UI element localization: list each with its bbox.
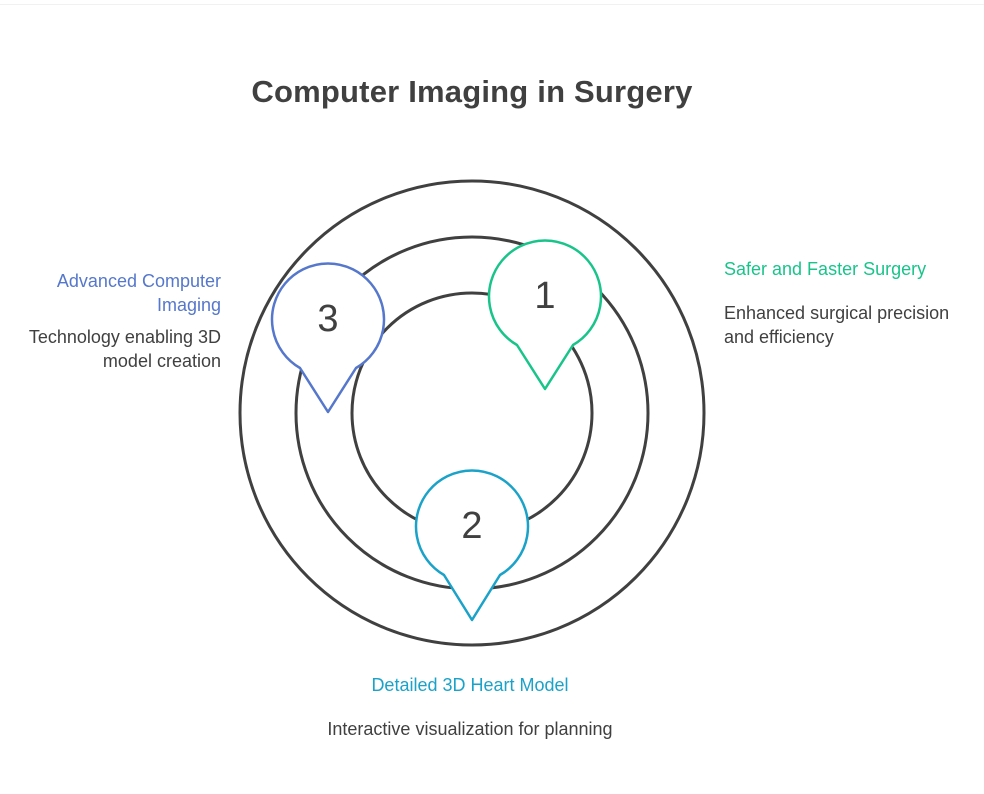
step-3-title: Advanced Computer Imaging xyxy=(56,271,221,315)
pin-2-number: 2 xyxy=(461,505,482,547)
pin-3-number: 3 xyxy=(317,298,338,340)
step-1-description: Enhanced surgical precision and efficien… xyxy=(724,303,950,347)
step-2-title: Detailed 3D Heart Model xyxy=(371,675,569,695)
top-divider xyxy=(0,4,984,5)
pin-marker-1: 1 xyxy=(487,239,603,391)
diagram-title: Computer Imaging in Surgery xyxy=(251,74,693,109)
step-2-description: Interactive visualization for planning xyxy=(327,719,613,739)
pin-1-shape xyxy=(487,239,603,391)
step-1-title: Safer and Faster Surgery xyxy=(724,259,927,279)
pin-1-number: 1 xyxy=(534,275,555,317)
step-1-label: Safer and Faster Surgery Enhanced surgic… xyxy=(724,257,974,349)
step-3-label: Advanced Computer Imaging Technology ena… xyxy=(0,269,221,373)
pin-marker-2: 2 xyxy=(414,469,530,622)
pin-2-shape xyxy=(414,469,530,622)
step-3-description: Technology enabling 3D model creation xyxy=(28,327,221,371)
outer-ring xyxy=(238,179,706,647)
pin-3-shape xyxy=(270,262,386,414)
step-2-label: Detailed 3D Heart Model Interactive visu… xyxy=(320,673,620,741)
pin-marker-3: 3 xyxy=(270,262,386,414)
